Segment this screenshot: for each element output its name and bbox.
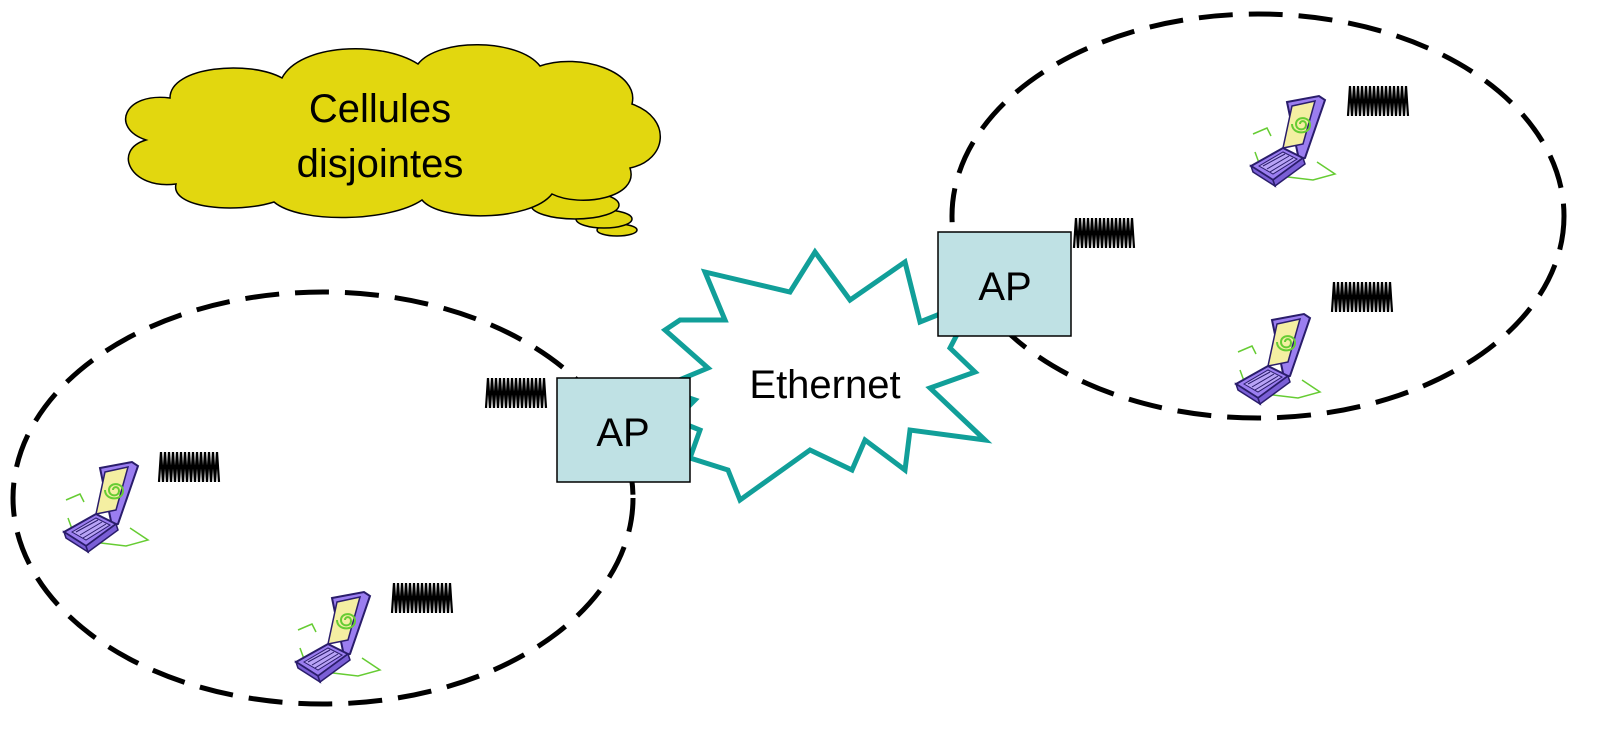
access-point-box <box>937 231 1072 337</box>
access-point-label: AP <box>978 265 1031 309</box>
radio-wave-icon <box>484 378 548 408</box>
radio-wave-icon <box>1346 86 1410 116</box>
laptop-icon <box>295 591 381 683</box>
radio-wave-icon <box>1072 218 1136 248</box>
station-left-1 <box>63 452 221 553</box>
laptop-icon <box>1235 313 1321 405</box>
laptop-icon <box>1250 95 1336 187</box>
station-right-2 <box>1235 282 1394 405</box>
cloud-text-line1: Cellules <box>309 87 451 131</box>
radio-wave-icon <box>1330 282 1394 312</box>
cloud-text-line2: disjointes <box>297 142 464 186</box>
access-point-box <box>556 377 691 483</box>
access-point-label: AP <box>596 411 649 455</box>
radio-wave-icon <box>390 583 454 613</box>
station-right-1 <box>1250 86 1410 187</box>
station-left-2 <box>295 583 454 683</box>
ethernet-label: Ethernet <box>749 363 900 407</box>
cell-boundary-left <box>10 289 636 707</box>
cell-boundary-right <box>949 11 1567 421</box>
access-point-left: AP <box>484 377 691 483</box>
laptop-icon <box>63 461 149 553</box>
ethernet-backbone: Ethernet <box>652 247 993 504</box>
radio-wave-icon <box>157 452 221 482</box>
thought-cloud: Cellules disjointes <box>124 44 661 237</box>
access-point-right: AP <box>937 218 1136 337</box>
cloud-shape <box>124 44 661 219</box>
